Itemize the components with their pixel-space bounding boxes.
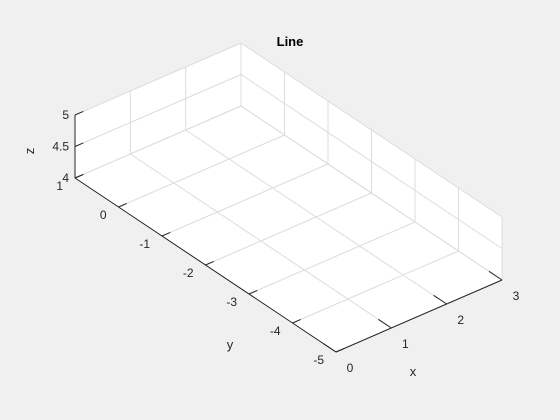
x-axis-line [335,279,503,353]
z-tick-mark [74,173,84,179]
grid-line-y-floor [118,134,285,208]
x-tick-mark [322,342,337,353]
y-tick-label: -4 [270,324,281,338]
y-tick-label: -1 [139,237,150,251]
y-tick-label: 0 [100,208,107,222]
grid-line-z-back [74,105,242,179]
y-tick-mark [335,347,345,353]
z-tick-label: 5 [62,108,69,122]
x-tick-mark [378,318,392,329]
z-axis-label: z [22,148,37,155]
x-tick-mark [488,270,503,281]
x-tick-label: 1 [402,337,409,351]
y-axis-label: y [227,337,234,352]
grid-line-z-side [240,42,503,218]
grid-line-z-back [74,74,242,147]
grid-lines [74,42,503,353]
z-tick-label: 4.5 [52,140,69,154]
grid-line-z-side [240,74,503,249]
chart-title: Line [277,34,304,49]
z-tick-mark [74,142,84,147]
x-tick-mark [433,294,447,305]
x-tick-label: 0 [347,361,354,375]
grid-line-z-side [240,105,503,281]
z-tick-label: 4 [62,171,69,185]
y-tick-mark [292,318,301,324]
y-tick-label: -3 [226,295,237,309]
y-tick-label: -5 [313,353,324,367]
axes-box [74,110,503,353]
y-tick-mark [205,260,214,266]
z-tick-mark [74,110,84,116]
grid-line-y-floor [161,163,329,237]
x-tick-label: 3 [513,289,520,303]
y-tick-label: 1 [56,179,63,193]
tick-labels: 0 1 2 3 1 0 -1 -2 -3 -4 -5 4 4.5 5 [52,108,519,375]
grid-line-y-floor [292,250,459,324]
grid-line-y-floor [248,221,416,295]
x-axis-label: x [410,364,417,379]
y-tick-mark [161,231,171,237]
y-tick-mark [118,202,127,208]
grid-line-z-back [74,42,242,116]
y-tick-mark [248,289,258,295]
y-tick-label: -2 [183,266,194,280]
grid-line-y-floor [205,192,372,266]
x-tick-label: 2 [457,313,464,327]
axes-panes [75,43,502,352]
